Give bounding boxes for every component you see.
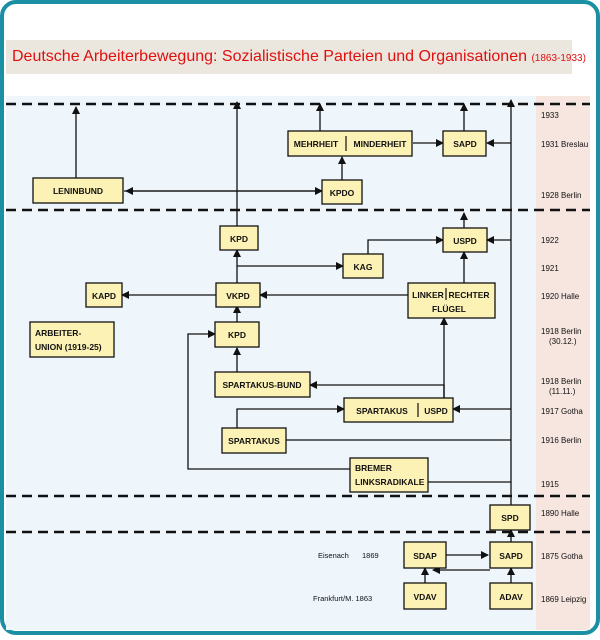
era-separators xyxy=(6,102,590,534)
uspd-1922-label: USPD xyxy=(453,236,477,246)
leninbund-label: LENINBUND xyxy=(53,186,103,196)
node-labels: MEHRHEIT MINDERHEIT SAPD LENINBUND KPDO … xyxy=(53,139,523,602)
frankfurt-label: Frankfurt/M. 1863 xyxy=(313,594,372,603)
spd-label: SPD xyxy=(501,513,518,523)
spartakus-bund-node xyxy=(214,371,311,398)
year-1918-nov: 1918 Berlin xyxy=(541,377,581,386)
mehrheit-label: MEHRHEIT xyxy=(294,139,339,149)
vkpd-node xyxy=(215,282,261,308)
sdap-node xyxy=(403,541,447,569)
node-dividers xyxy=(345,136,447,417)
sapd-1931-label: SAPD xyxy=(453,139,477,149)
year-1928: 1928 Berlin xyxy=(541,191,581,200)
diagram-title: Deutsche Arbeiterbewegung: Sozialistisch… xyxy=(6,40,586,74)
linker-rechter-node xyxy=(407,282,496,319)
adav-label: ADAV xyxy=(499,592,523,602)
year-1918-dec-date: (30.12.) xyxy=(549,337,577,346)
arbeiter-union-node xyxy=(29,321,115,358)
kpd-1918-node xyxy=(214,321,260,348)
kag-label: KAG xyxy=(354,262,373,272)
kapd-label: KAPD xyxy=(92,291,116,301)
spartakus-uspd-node xyxy=(343,397,454,423)
eisenach-year-label: 1869 xyxy=(362,551,379,560)
vkpd-label: VKPD xyxy=(226,291,250,301)
spartakus-1916-node xyxy=(221,427,287,454)
year-1921: 1921 xyxy=(541,264,559,273)
linker-label: LINKER xyxy=(412,290,444,300)
sdap-label: SDAP xyxy=(413,551,437,561)
rechter-label: RECHTER xyxy=(448,290,489,300)
leninbund-node xyxy=(32,177,124,204)
vdav-label: VDAV xyxy=(414,592,437,602)
kapd-node xyxy=(85,282,123,308)
kpd-1922-label: KPD xyxy=(230,234,248,244)
year-1916: 1916 Berlin xyxy=(541,436,581,445)
title-text: Deutsche Arbeiterbewegung: Sozialistisch… xyxy=(12,48,527,65)
kpd-1922-node xyxy=(219,225,259,251)
fluegel-label: FLÜGEL xyxy=(432,304,466,314)
year-1933: 1933 xyxy=(541,111,559,120)
year-1875: 1875 Gotha xyxy=(541,552,583,561)
year-1931: 1931 Breslau xyxy=(541,140,588,149)
uspd-1917-label: USPD xyxy=(424,406,448,416)
year-1890: 1890 Halle xyxy=(541,509,580,518)
arbeiter-label: ARBEITER- xyxy=(35,328,81,338)
year-1918-nov-date: (11.11.) xyxy=(549,387,576,396)
vdav-node xyxy=(403,582,447,610)
adav-node xyxy=(489,582,533,610)
year-1920: 1920 Halle xyxy=(541,292,580,301)
minderheit-label: MINDERHEIT xyxy=(354,139,408,149)
sapd-1875-label: SAPD xyxy=(499,551,523,561)
spd-node xyxy=(489,504,531,531)
connections xyxy=(72,99,515,583)
sapd-1875-node xyxy=(489,541,533,569)
mehrheit-minderheit-node xyxy=(287,130,413,157)
year-1869: 1869 Leipzig xyxy=(541,595,586,604)
year-1922: 1922 xyxy=(541,236,559,245)
bremer-label: BREMER xyxy=(355,463,392,473)
eisenach-label: Eisenach xyxy=(318,551,349,560)
spartakus-1917-label: SPARTAKUS xyxy=(356,406,408,416)
spartakus-1916-label: SPARTAKUS xyxy=(228,436,280,446)
node-boxes xyxy=(29,130,533,610)
kag-node xyxy=(342,253,384,279)
sapd-1931-node xyxy=(442,130,487,157)
year-labels: 1933 1931 Breslau 1928 Berlin 1922 1921 … xyxy=(541,111,588,604)
year-column xyxy=(536,96,590,630)
bremer-node xyxy=(349,457,429,493)
year-1918-dec: 1918 Berlin xyxy=(541,327,581,336)
year-1915: 1915 xyxy=(541,480,559,489)
year-1917: 1917 Gotha xyxy=(541,407,583,416)
uspd-1922-node xyxy=(442,227,488,253)
linksradikale-label: LINKSRADIKALE xyxy=(355,477,425,487)
kpd-1918-label: KPD xyxy=(228,330,246,340)
node-labels-left: ARBEITER- UNION (1919-25) BREMER LINKSRA… xyxy=(35,328,425,487)
union-label: UNION (1919-25) xyxy=(35,342,102,352)
origin-labels: Eisenach 1869 Frankfurt/M. 1863 xyxy=(313,551,379,603)
kpdo-node xyxy=(321,179,363,205)
kpdo-label: KPDO xyxy=(330,188,355,198)
spartakusbund-label: SPARTAKUS-BUND xyxy=(222,380,301,390)
title-years: (1863-1933) xyxy=(531,53,586,64)
